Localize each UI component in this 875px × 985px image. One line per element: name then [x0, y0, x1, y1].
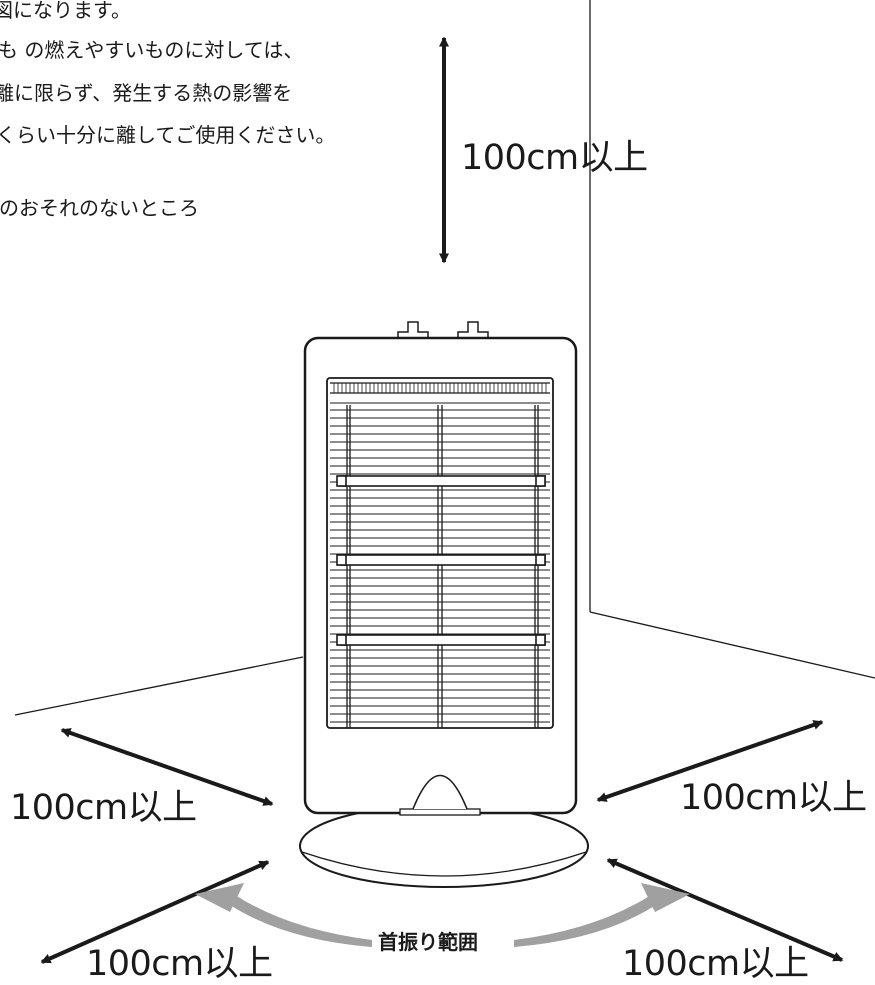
distance-arrows [40, 36, 844, 964]
swing-arrow-right-body [514, 895, 656, 947]
note-line-3: 離に限らず、発生する熱の影響を [0, 81, 293, 105]
arrow-bottom-left [40, 860, 270, 964]
arrow-bottom-right [606, 858, 844, 962]
distance-label-right: 100cm以上 [680, 778, 867, 818]
grille-top-comb [330, 382, 550, 404]
distance-label-top: 100cm以上 [461, 138, 648, 178]
room-lines [14, 0, 875, 716]
arrow-right [596, 720, 824, 802]
knob-left [397, 321, 429, 340]
base-edge [301, 851, 587, 877]
floor-line-left [14, 656, 304, 716]
heater-base [299, 804, 589, 888]
swing-arrow-left-head [195, 883, 244, 912]
heater-switch-arch [412, 774, 468, 810]
arrow-left [60, 728, 274, 806]
distance-label-bottom-left: 100cm以上 [86, 944, 273, 984]
heater-base-slot [399, 808, 481, 816]
floor-line-right [589, 611, 875, 679]
heater [299, 321, 589, 888]
swing-range-arrows [195, 883, 690, 947]
note-line-2: も の燃えやすいものに対しては、 [0, 38, 304, 62]
grille-verticals [346, 405, 539, 728]
note-line-4: くらい十分に離してご使用ください。 [0, 123, 336, 147]
swing-arrow-right-head [641, 883, 690, 912]
note-line-5: のおそれのないところ [0, 196, 199, 220]
swing-range-label: 首振り範囲 [372, 931, 484, 953]
knob-right [457, 321, 489, 340]
swing-arrow-left-body [230, 895, 372, 947]
grille-tube-holders [336, 475, 546, 646]
heater-grille-frame [326, 377, 554, 729]
note-line-1: 図になります。 [0, 0, 131, 22]
distance-label-left: 100cm以上 [10, 788, 197, 828]
distance-label-bottom-right: 100cm以上 [622, 944, 809, 984]
